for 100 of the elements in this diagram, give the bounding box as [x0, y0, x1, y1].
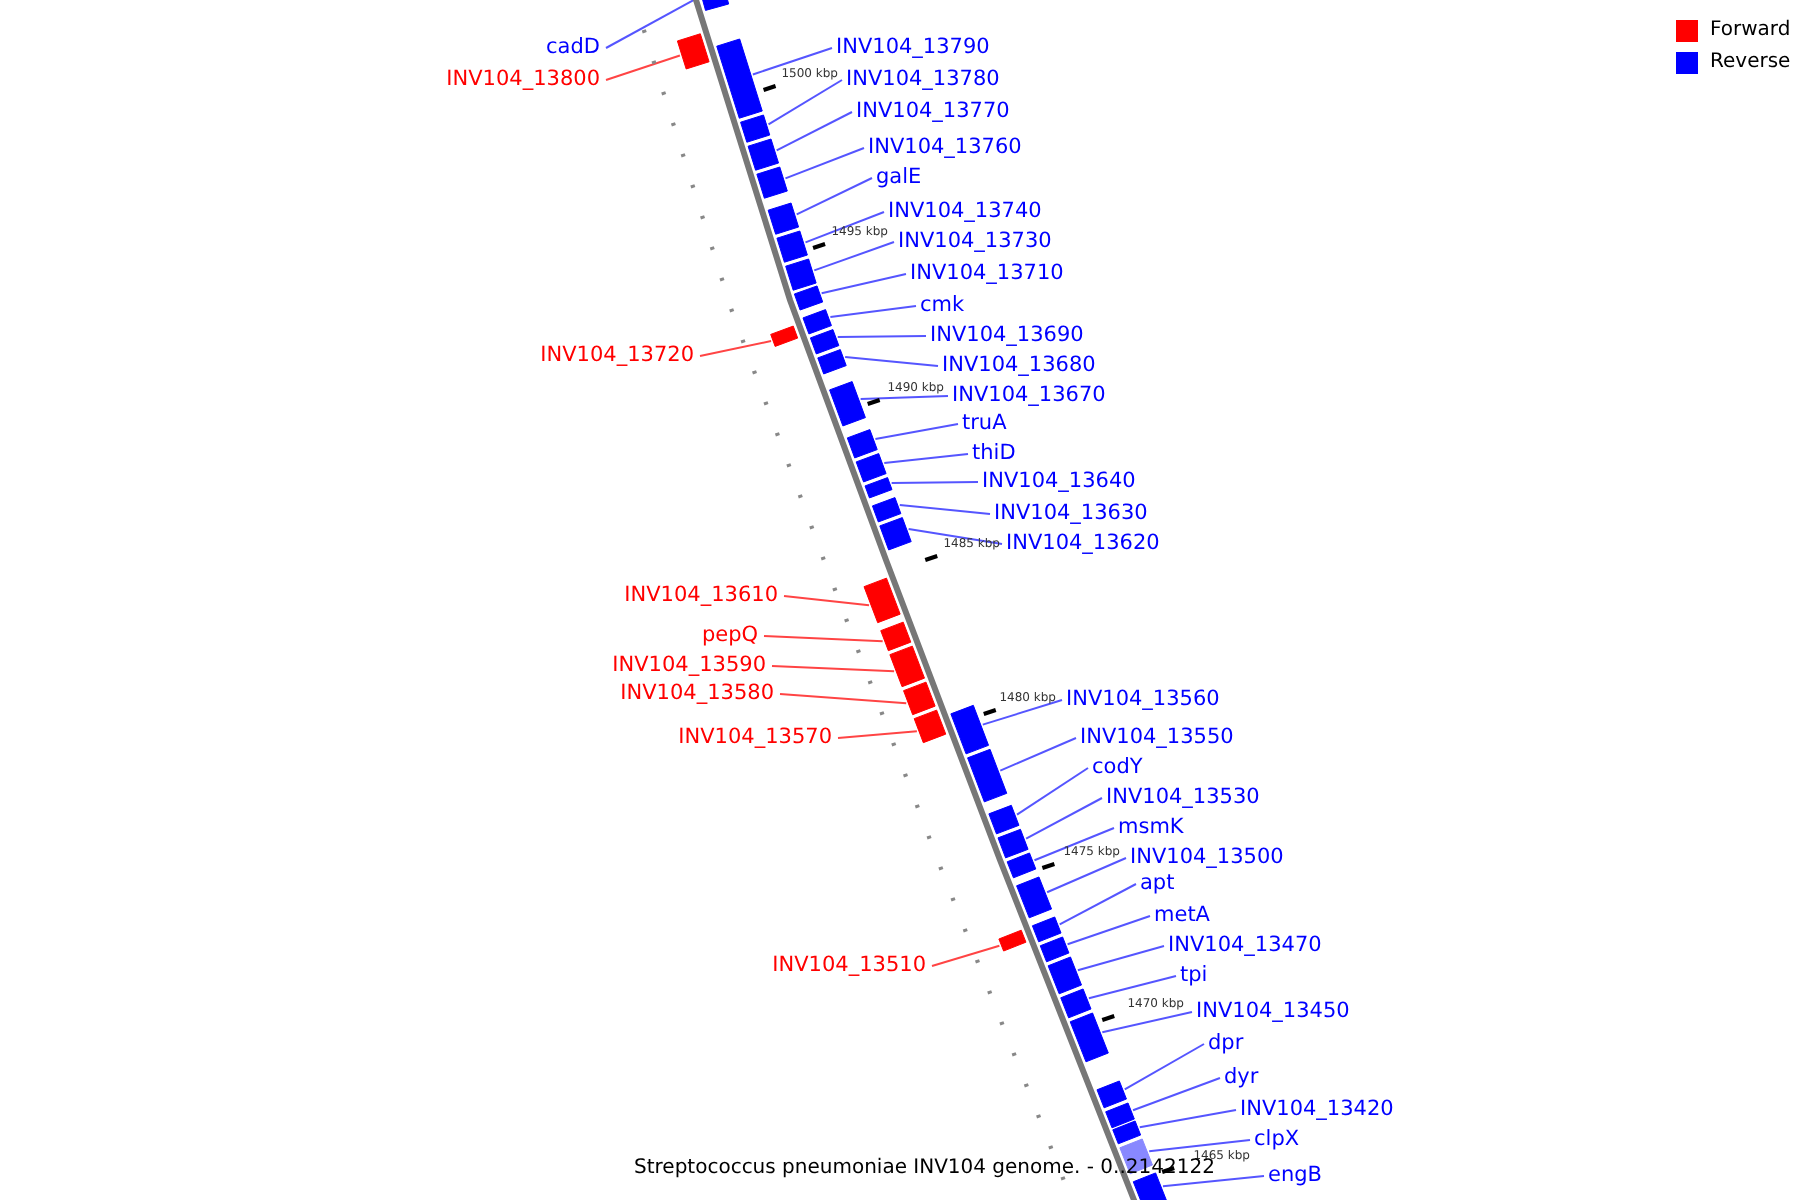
leader-line	[836, 335, 927, 338]
gene-label: INV104_13730	[898, 229, 1052, 255]
leader-line	[1161, 1175, 1265, 1188]
leader-line	[784, 147, 865, 180]
gene-block	[747, 138, 779, 171]
gene-block	[817, 349, 847, 375]
gene-block	[1047, 956, 1082, 995]
leader-line	[1033, 827, 1115, 862]
gene-block	[998, 929, 1027, 952]
gene-label: INV104_13710	[910, 261, 1064, 287]
leader-line	[1046, 857, 1127, 894]
gene-label: INV104_13670	[952, 383, 1106, 409]
gene-label: engB	[1268, 1163, 1322, 1189]
gene-label: dpr	[1208, 1031, 1244, 1057]
gene-label: metA	[1154, 903, 1210, 929]
gene-block	[756, 166, 788, 199]
gene-block	[903, 681, 936, 716]
gene-block	[967, 748, 1008, 803]
gene-block	[950, 704, 989, 755]
leader-line	[767, 79, 843, 126]
gene-label: clpX	[1254, 1127, 1300, 1153]
gene-block	[1060, 988, 1092, 1019]
gene-block	[829, 381, 866, 427]
leader-line	[751, 47, 833, 76]
leader-line	[1025, 797, 1103, 840]
gene-block	[802, 309, 832, 335]
gene-label: msmK	[1118, 815, 1184, 841]
leader-line	[859, 395, 949, 400]
gene-block	[988, 804, 1020, 835]
gene-block	[1016, 876, 1053, 919]
gene-block	[697, 0, 730, 11]
gene-label: thiD	[972, 441, 1016, 467]
legend-label: Reverse	[1710, 49, 1791, 75]
gene-label: codY	[1092, 755, 1143, 781]
gene-block	[880, 621, 912, 652]
gene-block	[676, 33, 710, 70]
gene-label: pepQ	[701, 623, 758, 649]
leader-line	[931, 944, 1001, 967]
leader-line	[1138, 1109, 1237, 1129]
leader-line	[820, 273, 907, 295]
leader-line	[829, 305, 917, 318]
gene-block	[785, 258, 817, 291]
leader-line	[813, 241, 895, 272]
leader-line	[1087, 975, 1177, 1000]
gene-label: INV104_13590	[612, 653, 766, 679]
leader-line	[1148, 1139, 1251, 1153]
leader-line	[981, 699, 1063, 726]
gene-block	[1112, 1120, 1142, 1145]
leader-line	[1076, 945, 1165, 972]
leader-line	[874, 423, 959, 440]
gene-block	[864, 477, 893, 499]
gene-label: INV104_13620	[1006, 531, 1160, 557]
gene-block	[1006, 852, 1037, 879]
gene-label: INV104_13800	[446, 67, 600, 93]
leader-line	[795, 177, 873, 216]
gene-block	[1031, 916, 1062, 943]
gene-label: INV104_13630	[994, 501, 1148, 527]
gene-label: INV104_13610	[624, 583, 778, 609]
gene-label: INV104_13470	[1168, 933, 1322, 959]
gene-label: INV104_13720	[540, 343, 694, 369]
gene-label: dyr	[1224, 1065, 1259, 1091]
gene-label: INV104_13530	[1106, 785, 1260, 811]
gene-block	[1132, 1172, 1168, 1200]
gene-label: cadD	[546, 35, 600, 61]
gene-label: tpi	[1180, 963, 1208, 989]
leader-line	[804, 211, 885, 244]
gene-label: INV104_13420	[1240, 1097, 1394, 1123]
gene-block	[1096, 1080, 1127, 1109]
gene-label: INV104_13510	[772, 953, 926, 979]
gene-label: INV104_13680	[942, 353, 1096, 379]
leader-line	[783, 595, 870, 607]
gene-label: INV104_13760	[868, 135, 1022, 161]
gene-block	[855, 453, 887, 483]
gene-label: INV104_13780	[846, 67, 1000, 93]
gene-label: INV104_13450	[1196, 999, 1350, 1025]
leader-line	[1101, 1011, 1193, 1034]
gene-block	[1039, 936, 1070, 963]
gene-block	[767, 202, 800, 235]
gene-label: INV104_13570	[678, 725, 832, 751]
leader-line	[779, 693, 908, 705]
gene-block	[740, 114, 771, 143]
leader-line	[699, 340, 773, 357]
gene-label: INV104_13500	[1130, 845, 1284, 871]
leader-line	[775, 111, 853, 152]
leader-line	[605, 54, 681, 81]
gene-label: truA	[962, 411, 1007, 437]
leader-line	[844, 355, 939, 367]
leader-line	[890, 481, 979, 484]
leader-line	[898, 503, 991, 515]
leader-line	[1066, 915, 1151, 946]
gene-label: INV104_13740	[888, 199, 1042, 225]
gene-block	[770, 325, 799, 347]
gene-block	[846, 429, 878, 459]
gene-label: apt	[1140, 871, 1175, 897]
leader-line	[763, 635, 884, 643]
gene-label: INV104_13640	[982, 469, 1136, 495]
gene-label: INV104_13790	[836, 35, 990, 61]
leader-line	[1058, 883, 1137, 926]
gene-block	[879, 517, 912, 551]
gene-label: INV104_13560	[1066, 687, 1220, 713]
